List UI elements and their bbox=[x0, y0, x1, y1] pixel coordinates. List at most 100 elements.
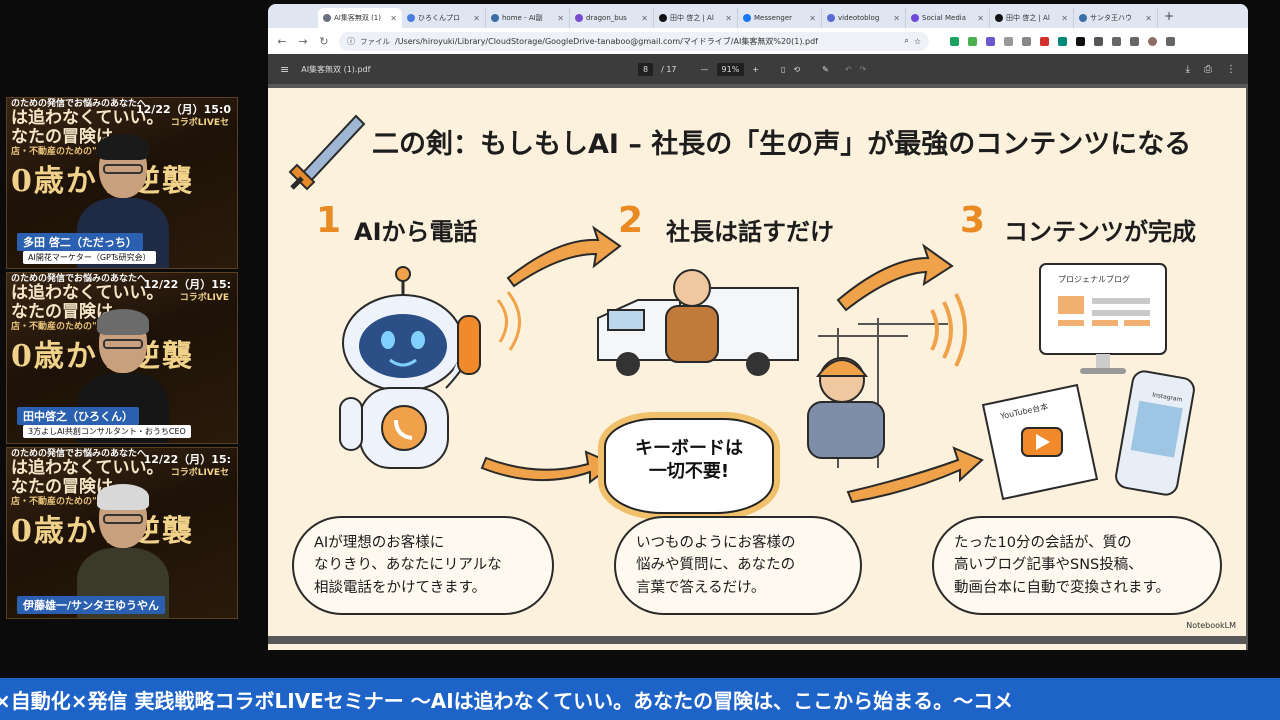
tab-home[interactable]: home - AI副 ✕ bbox=[486, 8, 570, 28]
extension-icon[interactable] bbox=[1022, 36, 1031, 46]
close-icon[interactable]: ✕ bbox=[725, 13, 732, 23]
banner-date: 12/22（月）15: bbox=[143, 453, 231, 466]
banner-line: 店・不動産のための"AI× bbox=[11, 497, 116, 508]
zoom-level-input[interactable]: 91% bbox=[716, 62, 745, 76]
step-number: 3 bbox=[960, 200, 986, 241]
banner-line: 店・不動産のための"AI bbox=[11, 322, 108, 333]
extension-icon[interactable] bbox=[986, 36, 995, 46]
wordpress-icon bbox=[1079, 14, 1087, 22]
close-icon[interactable]: ✕ bbox=[390, 13, 397, 23]
participant-list: のための発信でお悩みのあなたへ は追わなくていい。 なたの冒険は、 店・不動産の… bbox=[6, 97, 238, 622]
extensions-puzzle-icon[interactable] bbox=[1130, 36, 1139, 46]
tab-label: Messenger bbox=[754, 14, 793, 22]
extension-icon[interactable] bbox=[950, 36, 959, 46]
download-icon[interactable]: ⤓ bbox=[1185, 63, 1190, 75]
ticker-text: ×自動化×発信 実践戦略コラボLIVEセミナー 〜AIは追わなくていい。あなたの… bbox=[0, 688, 1014, 713]
notion-icon[interactable] bbox=[1076, 36, 1085, 46]
helmet-worker-icon bbox=[807, 357, 885, 459]
banner-line: 店・不動産のための"AI× bbox=[11, 147, 116, 158]
banner-collab: コラボLIVE bbox=[179, 293, 229, 303]
tab-santa[interactable]: サンタ王ハウ ✕ bbox=[1074, 8, 1158, 28]
speech-bubble-2: いつものようにお客様の 悩みや質問に、あなたの 言葉で答えるだけ。 bbox=[614, 516, 862, 616]
more-options-icon[interactable]: ⋮ bbox=[1226, 63, 1236, 75]
banner-collab: コラボLIVEセ bbox=[170, 468, 229, 478]
pdf-page: 二の剣：もしもしAI – 社長の「生の声」が最強のコンテンツになる 1 AIから… bbox=[268, 88, 1246, 636]
participant-name: 田中啓之（ひろくん） bbox=[17, 407, 139, 425]
pdf-viewer[interactable]: 二の剣：もしもしAI – 社長の「生の声」が最強のコンテンツになる 1 AIから… bbox=[268, 84, 1248, 650]
zoom-out-button[interactable]: — bbox=[700, 64, 709, 74]
tab-x-2[interactable]: 田中 啓之 | Al✕ bbox=[990, 8, 1074, 28]
address-bar[interactable]: ⓘ ファイル /Users/hiroyuki/Library/CloudStor… bbox=[339, 31, 929, 51]
worker-icon bbox=[665, 269, 719, 363]
close-icon[interactable]: ✕ bbox=[473, 13, 480, 23]
back-button[interactable]: ← bbox=[277, 34, 287, 48]
tab-social-media[interactable]: Social Media ✕ bbox=[906, 8, 990, 28]
bubble-text: いつものようにお客様の 悩みや質問に、あなたの 言葉で答えるだけ。 bbox=[636, 535, 796, 596]
extension-icon[interactable] bbox=[1040, 36, 1049, 46]
undo-icon[interactable]: ↶ bbox=[844, 64, 852, 74]
tab-label: Social Media bbox=[922, 14, 967, 22]
tab-hirokun[interactable]: ひろくんプロ✕ bbox=[402, 8, 486, 28]
pdf-page-controls: 8 / 17 — 91% + ▯ ⟲ ✎ ↶ ↷ bbox=[638, 62, 867, 76]
site-icon bbox=[827, 14, 835, 22]
download-icon[interactable] bbox=[1112, 36, 1121, 46]
new-tab-button[interactable]: + bbox=[1164, 9, 1175, 23]
page-number-input[interactable]: 8 bbox=[638, 62, 654, 76]
sound-wave-icon bbox=[930, 293, 967, 367]
camera-icon[interactable] bbox=[1004, 36, 1013, 46]
x-icon bbox=[995, 14, 1003, 22]
extension-icon[interactable] bbox=[968, 36, 977, 46]
close-icon[interactable]: ✕ bbox=[1145, 13, 1152, 23]
participant-video-hirokun[interactable]: のための発信でお悩みのあなたへ は追わなくていい。 なたの冒険は、 店・不動産の… bbox=[6, 272, 238, 444]
tab-label: home - AI副 bbox=[502, 14, 543, 22]
url-text[interactable]: /Users/hiroyuki/Library/CloudStorage/Goo… bbox=[395, 36, 818, 46]
forward-button[interactable]: → bbox=[298, 34, 308, 48]
tab-videotoblog[interactable]: videotoblog✕ bbox=[822, 8, 906, 28]
tab-label: サンタ王ハウ bbox=[1090, 14, 1132, 22]
hamburger-menu-icon[interactable]: ≡ bbox=[280, 62, 290, 76]
tab-pdf[interactable]: AI集客無双 (1)✕ bbox=[318, 8, 402, 28]
close-icon[interactable]: ✕ bbox=[641, 13, 648, 23]
close-icon[interactable]: ✕ bbox=[809, 13, 816, 23]
tab-strip: AI集客無双 (1)✕ ひろくんプロ✕ home - AI副 ✕ dragon_b… bbox=[268, 4, 1248, 28]
site-icon bbox=[911, 14, 919, 22]
tab-messenger[interactable]: Messenger ✕ bbox=[738, 8, 822, 28]
close-icon[interactable]: ✕ bbox=[1061, 13, 1068, 23]
annotate-icon[interactable]: ✎ bbox=[822, 64, 829, 74]
tab-x-1[interactable]: 田中 啓之 | Al✕ bbox=[654, 8, 738, 28]
info-icon[interactable]: ⓘ bbox=[347, 36, 355, 46]
smartphone-icon bbox=[1115, 370, 1195, 496]
participant-video-tadachi[interactable]: のための発信でお悩みのあなたへ は追わなくていい。 なたの冒険は、 店・不動産の… bbox=[6, 97, 238, 269]
pdf-filename: AI集客無双 (1).pdf bbox=[301, 64, 371, 74]
close-icon[interactable]: ✕ bbox=[977, 13, 984, 23]
slide-illustrations bbox=[288, 114, 1195, 504]
banner-line: のための発信でお悩みのあなたへ bbox=[11, 274, 147, 284]
redo-icon[interactable]: ↷ bbox=[859, 64, 867, 74]
no-keyboard-callout: キーボードは 一切不要! bbox=[604, 418, 774, 514]
close-icon[interactable]: ✕ bbox=[557, 13, 564, 23]
extension-icon[interactable] bbox=[1058, 36, 1067, 46]
profile-avatar[interactable] bbox=[1148, 36, 1157, 46]
more-menu-icon[interactable] bbox=[1166, 36, 1175, 46]
zoom-in-button[interactable]: + bbox=[752, 64, 759, 74]
pdf-actions: ⤓ ⎙ ⋮ bbox=[1186, 64, 1236, 75]
bookmark-star-icon[interactable]: ☆ bbox=[913, 36, 921, 46]
close-icon[interactable]: ✕ bbox=[893, 13, 900, 23]
print-icon[interactable]: ⎙ bbox=[1204, 63, 1212, 75]
extension-icon[interactable] bbox=[1094, 36, 1103, 46]
rotate-icon[interactable]: ⟲ bbox=[793, 64, 801, 74]
banner-line: は追わなくていい。 bbox=[11, 283, 164, 304]
banner-date: 12/22（月）15:0 bbox=[136, 103, 231, 116]
tab-label: dragon_bus bbox=[586, 14, 627, 22]
banner-text: のための発信でお悩みのあなたへ は追わなくていい。 なたの冒険は、 店・不動産の… bbox=[7, 448, 237, 549]
participant-role: AI開花マーケター（GPTs研究会） bbox=[23, 251, 156, 264]
banner-collab: コラボLIVEセ bbox=[170, 118, 229, 128]
tab-dragon[interactable]: dragon_bus ✕ bbox=[570, 8, 654, 28]
fit-page-icon[interactable]: ▯ bbox=[781, 64, 786, 74]
step-label: AIから電話 bbox=[354, 218, 478, 246]
step-label: コンテンツが完成 bbox=[1004, 218, 1196, 246]
reload-button[interactable]: ↻ bbox=[319, 34, 329, 48]
zoom-icon[interactable]: ⌕ bbox=[904, 36, 909, 45]
youtube-script-icon bbox=[981, 383, 1099, 501]
participant-video-yuyan[interactable]: のための発信でお悩みのあなたへ は追わなくていい。 なたの冒険は、 店・不動産の… bbox=[6, 447, 238, 619]
